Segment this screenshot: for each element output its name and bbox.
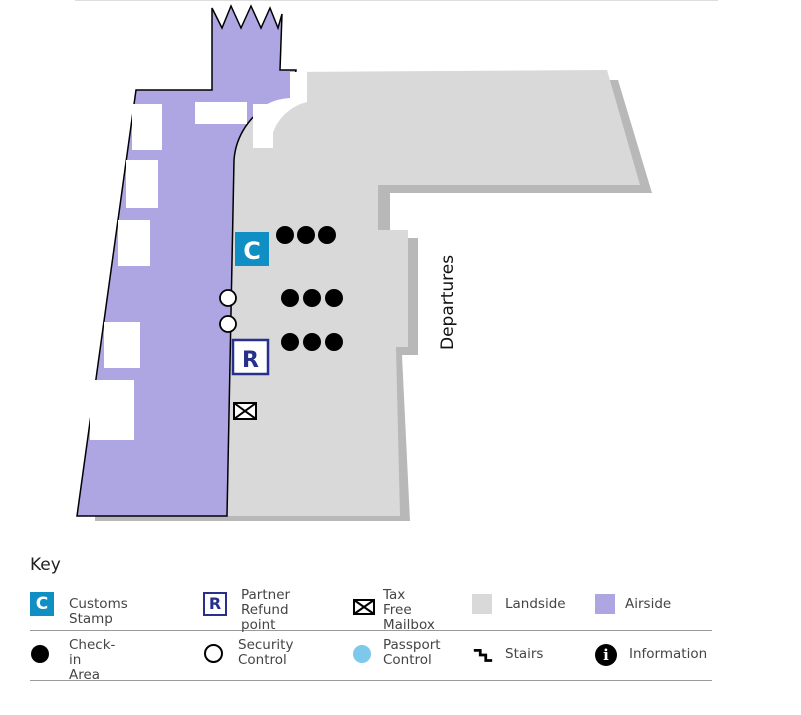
partner-refund-marker: R [231, 338, 270, 376]
check-in-dot [281, 289, 299, 307]
key-row-2: Check-in Area Security Control Passport … [30, 630, 712, 683]
key-title: Key [30, 555, 61, 575]
departures-label: Departures [438, 255, 458, 350]
security-dot [219, 315, 237, 333]
gate-blocks [90, 102, 273, 440]
mailbox-icon [353, 599, 375, 615]
key-label-check-in: Check-in Area [69, 637, 116, 683]
partner-refund-letter: R [242, 348, 259, 373]
key-label-tax-free-mailbox: Tax Free Mailbox [383, 587, 435, 633]
key-label-landside: Landside [505, 596, 566, 612]
landside-area [227, 70, 640, 516]
check-in-icon [31, 645, 49, 663]
key-label-partner-refund: Partner Refund point [241, 587, 291, 633]
stairs-icon [473, 649, 493, 662]
check-in-dot [318, 226, 336, 244]
key-label-stairs: Stairs [505, 646, 544, 662]
check-in-dot [325, 289, 343, 307]
key-label-airside: Airside [625, 596, 672, 612]
customs-stamp-icon: C [30, 592, 54, 616]
security-dot [219, 289, 237, 307]
check-in-dot [281, 333, 299, 351]
key-row-1: C Customs Stamp R Partner Refund point T… [30, 580, 712, 633]
check-in-dot [276, 226, 294, 244]
information-icon: i [595, 644, 617, 666]
check-in-dot [297, 226, 315, 244]
customs-stamp-letter: C [243, 237, 261, 265]
key-label-information: Information [629, 646, 708, 662]
key-label-security: Security Control [238, 637, 294, 668]
passport-icon [353, 645, 371, 663]
airside-swatch [595, 594, 615, 614]
security-icon [204, 644, 223, 663]
check-in-dots [276, 226, 343, 351]
terminal-map: Departures C R [75, 0, 718, 521]
partner-refund-icon: R [203, 592, 227, 616]
key-label-passport: Passport Control [383, 637, 441, 668]
check-in-dot [303, 289, 321, 307]
check-in-dot [303, 333, 321, 351]
customs-stamp-marker: C [235, 232, 269, 266]
check-in-dot [325, 333, 343, 351]
security-markers [219, 289, 237, 333]
tax-free-mailbox-marker [233, 402, 257, 420]
key-label-customs-stamp: Customs Stamp [69, 596, 128, 627]
landside-swatch [472, 594, 492, 614]
